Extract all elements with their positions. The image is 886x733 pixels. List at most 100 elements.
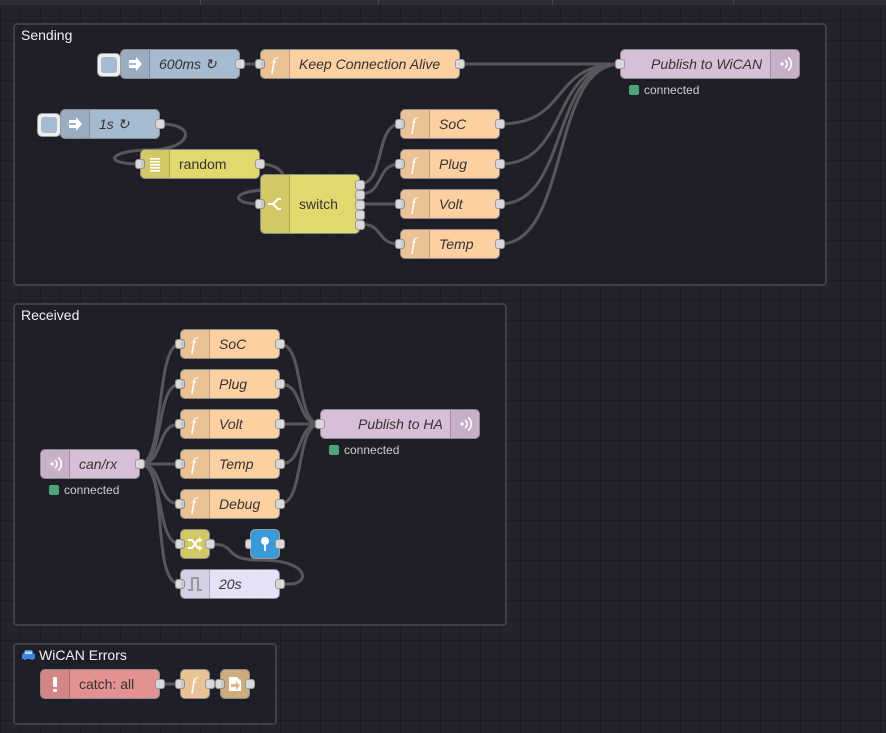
function-icon: f <box>401 110 430 138</box>
input-port[interactable] <box>175 579 185 589</box>
node-label: Volt <box>219 416 243 432</box>
output-port[interactable] <box>275 419 285 429</box>
svg-text:f: f <box>411 114 419 134</box>
function-node-soc-recv[interactable]: f SoC <box>175 329 285 359</box>
node-label: Temp <box>439 236 474 252</box>
signal-icon <box>770 50 799 78</box>
debug-node[interactable] <box>245 529 285 559</box>
mqtt-in-node-can-rx[interactable]: can/rx connected <box>40 449 145 497</box>
input-port[interactable] <box>175 539 185 549</box>
node-label: random <box>179 156 227 172</box>
output-port[interactable] <box>495 199 505 209</box>
shuffle-icon <box>181 530 209 558</box>
output-port[interactable] <box>275 539 285 549</box>
function-node-temp-send[interactable]: f Temp <box>395 229 505 259</box>
exclamation-icon <box>41 670 70 698</box>
random-node[interactable]: random <box>135 149 265 179</box>
function-icon: f <box>401 150 430 178</box>
change-node[interactable] <box>175 529 215 559</box>
switch-node[interactable]: switch <box>255 174 365 234</box>
svg-text:f: f <box>411 234 419 254</box>
svg-text:f: f <box>191 414 199 434</box>
inject-button[interactable] <box>97 53 121 77</box>
node-label: catch: all <box>79 676 135 692</box>
arrow-in-icon <box>61 110 90 138</box>
output-port[interactable] <box>495 159 505 169</box>
function-node-plug-recv[interactable]: f Plug <box>175 369 285 399</box>
function-node-debug-recv[interactable]: f Debug <box>175 489 285 519</box>
output-port[interactable] <box>275 579 285 589</box>
inject-node-600ms[interactable]: 600ms ↻ <box>97 49 245 79</box>
output-port[interactable] <box>455 59 465 69</box>
function-node-temp-recv[interactable]: f Temp <box>175 449 285 479</box>
svg-text:f: f <box>271 54 279 74</box>
output-port[interactable] <box>135 459 145 469</box>
function-icon: f <box>181 410 210 438</box>
input-port[interactable] <box>315 419 325 429</box>
mqtt-out-node-ha[interactable]: Publish to HA connected <box>315 409 480 457</box>
function-node-soc-send[interactable]: f SoC <box>395 109 505 139</box>
node-label: Publish to WiCAN <box>651 56 763 72</box>
output-port[interactable] <box>495 119 505 129</box>
function-node-volt-send[interactable]: f Volt <box>395 189 505 219</box>
input-port[interactable] <box>175 679 185 689</box>
output-port-4[interactable] <box>355 210 365 220</box>
function-node-errors[interactable]: f <box>175 669 215 699</box>
output-port-1[interactable] <box>355 180 365 190</box>
output-port[interactable] <box>275 379 285 389</box>
node-label: 1s ↻ <box>99 116 130 132</box>
output-port[interactable] <box>495 239 505 249</box>
output-port-2[interactable] <box>355 190 365 200</box>
input-port[interactable] <box>175 339 185 349</box>
input-port[interactable] <box>395 239 405 249</box>
function-icon: f <box>181 330 210 358</box>
signal-icon <box>41 450 70 478</box>
input-port[interactable] <box>175 419 185 429</box>
input-port[interactable] <box>175 379 185 389</box>
group-title-text: WiCAN Errors <box>39 647 127 663</box>
input-port[interactable] <box>215 679 225 689</box>
output-port[interactable] <box>245 679 255 689</box>
input-port[interactable] <box>175 459 185 469</box>
node-label: Publish to HA <box>358 416 443 432</box>
output-port[interactable] <box>275 499 285 509</box>
output-port[interactable] <box>235 59 245 69</box>
input-port[interactable] <box>395 199 405 209</box>
list-icon <box>141 150 170 178</box>
output-port[interactable] <box>255 159 265 169</box>
svg-text:f: f <box>191 374 199 394</box>
inject-button[interactable] <box>37 113 61 137</box>
input-port[interactable] <box>255 59 265 69</box>
input-port[interactable] <box>395 159 405 169</box>
catch-node[interactable]: catch: all <box>40 669 165 699</box>
mqtt-out-node-wican[interactable]: Publish to WiCAN connected <box>615 49 800 97</box>
output-port-5[interactable] <box>355 220 365 230</box>
function-node-volt-recv[interactable]: f Volt <box>175 409 285 439</box>
output-port[interactable] <box>205 679 215 689</box>
delay-node-20s[interactable]: 20s <box>175 569 285 599</box>
pulse-icon <box>181 570 210 598</box>
input-port[interactable] <box>395 119 405 129</box>
output-port[interactable] <box>275 459 285 469</box>
signal-icon <box>450 410 479 438</box>
input-port[interactable] <box>175 499 185 509</box>
output-port[interactable] <box>155 679 165 689</box>
group-title: Sending <box>21 27 73 43</box>
input-port[interactable] <box>615 59 625 69</box>
function-icon: f <box>181 490 210 518</box>
file-node[interactable] <box>215 669 255 699</box>
node-label: can/rx <box>79 456 118 472</box>
function-icon: f <box>181 450 210 478</box>
output-port[interactable] <box>275 339 285 349</box>
group-title: Received <box>21 307 80 323</box>
svg-text:f: f <box>191 494 199 514</box>
output-port[interactable] <box>155 119 165 129</box>
function-node-keep-alive[interactable]: f Keep Connection Alive <box>255 49 465 79</box>
input-port[interactable] <box>135 159 145 169</box>
node-label: Temp <box>219 456 254 472</box>
output-port[interactable] <box>205 539 215 549</box>
function-node-plug-send[interactable]: f Plug <box>395 149 505 179</box>
input-port[interactable] <box>255 199 265 209</box>
output-port-3[interactable] <box>355 200 365 210</box>
inject-node-1s[interactable]: 1s ↻ <box>37 109 165 139</box>
